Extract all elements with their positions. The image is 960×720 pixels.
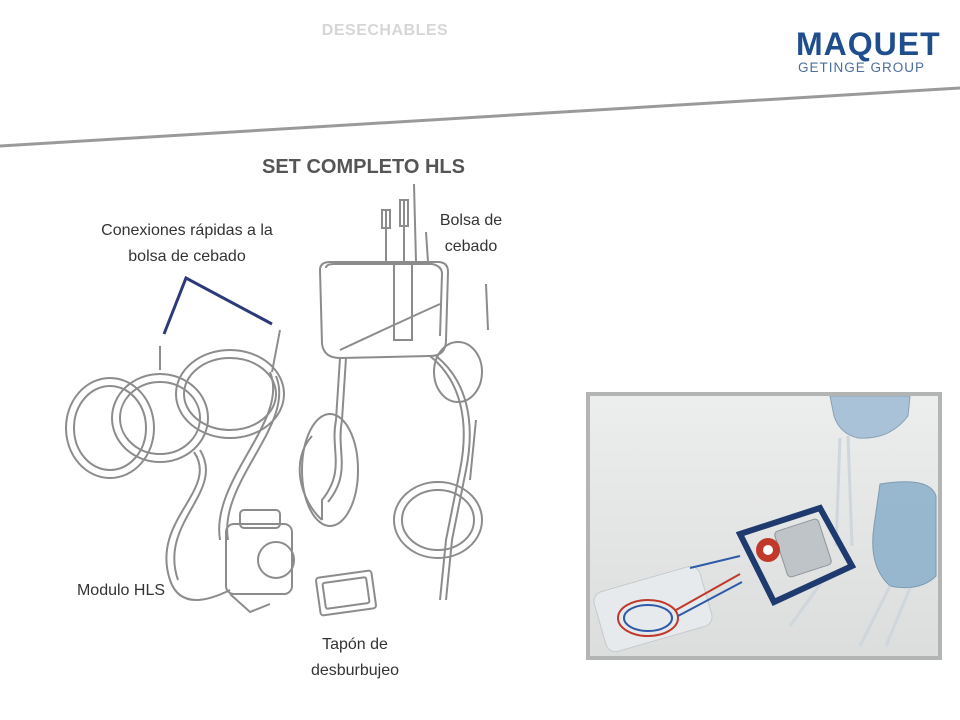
- label-priming-bag-line1: Bolsa de: [439, 212, 503, 229]
- label-debubble-cap-line2: desburbujeo: [310, 662, 400, 679]
- header-divider-swoosh: [0, 86, 960, 148]
- label-debubble-cap: Tapón de desburbujeo: [280, 632, 430, 684]
- label-debubble-cap-line1: Tapón de: [322, 636, 388, 653]
- label-quick-connections: Conexiones rápidas a la bolsa de cebado: [60, 218, 314, 270]
- section-header: DESECHABLES: [321, 22, 449, 39]
- label-hls-module: Modulo HLS: [76, 582, 166, 599]
- hls-product-illustration: [590, 396, 938, 656]
- label-priming-bag-line2: cebado: [444, 238, 498, 255]
- logo-group: GETINGE GROUP: [798, 60, 926, 75]
- slide-title: SET COMPLETO HLS: [262, 156, 465, 178]
- label-quick-connections-line1: Conexiones rápidas a la: [101, 222, 273, 239]
- hls-product-photo: [586, 392, 942, 660]
- hls-set-line-drawing: [65, 183, 489, 617]
- label-priming-bag: Bolsa de cebado: [416, 208, 526, 260]
- logo-brand: MAQUET: [796, 26, 941, 62]
- maquet-logo: MAQUET GETINGE GROUP: [796, 26, 940, 76]
- label-quick-connections-line2: bolsa de cebado: [128, 248, 246, 265]
- pointer-line: [162, 275, 273, 335]
